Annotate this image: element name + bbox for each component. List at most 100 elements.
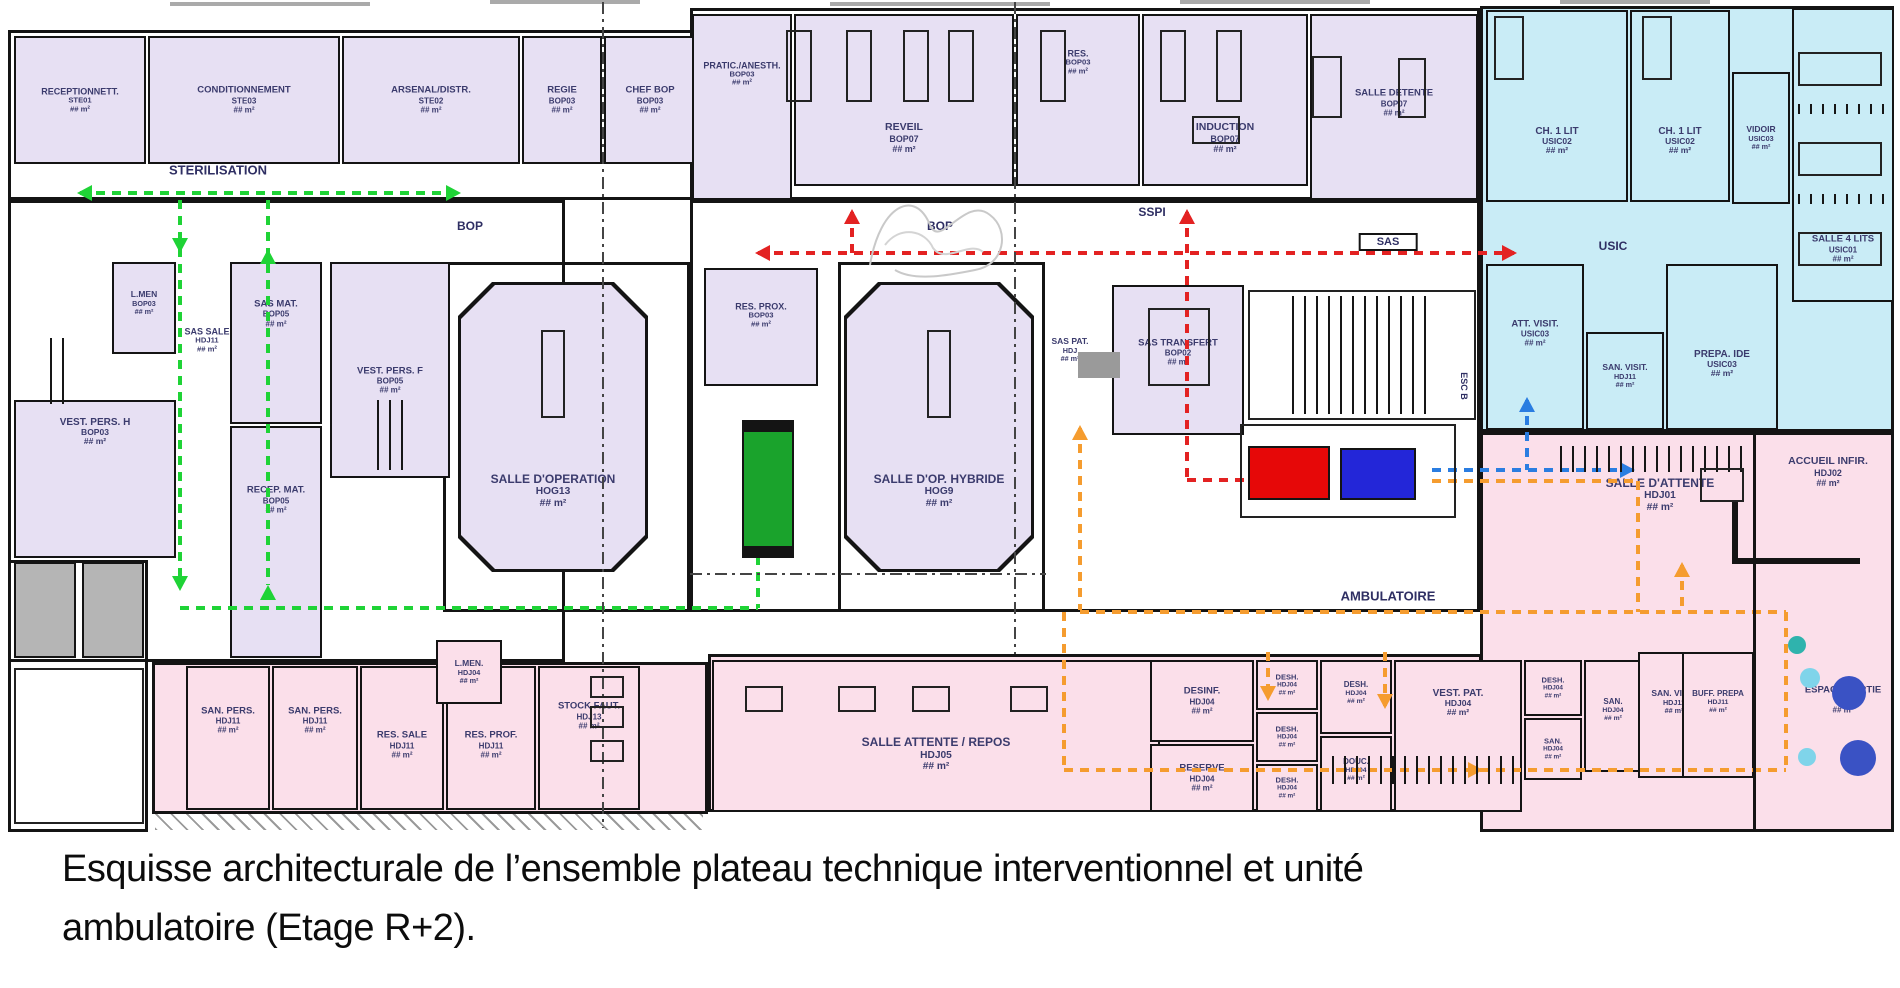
sofa-detente-1 — [1312, 56, 1342, 118]
flow-visiteurs-seg-1 — [1525, 400, 1529, 470]
flow-ambulatoire-seg-4 — [1062, 612, 1066, 770]
stairwell-frame — [1248, 290, 1476, 420]
room-ch-1-lit-2 — [1630, 10, 1730, 202]
bed-4lits-3 — [1798, 232, 1882, 266]
chair-repos-2 — [838, 686, 876, 712]
lift-blue — [1340, 448, 1416, 500]
flow-sspi-arrow-1 — [1502, 245, 1517, 261]
room-l-men-bop — [112, 262, 176, 354]
room-stock-faut — [538, 666, 640, 810]
room-salle-operation-floor — [461, 285, 645, 569]
room-san-pers-2 — [272, 666, 358, 810]
room-recep-mat — [230, 426, 322, 658]
flow-sspi-seg-2 — [1185, 212, 1189, 480]
comb-4lits-1 — [1798, 104, 1888, 114]
desk-induction — [1192, 116, 1240, 144]
lift-green-cap-bottom — [742, 548, 794, 558]
blob-teal-1 — [1788, 636, 1806, 654]
room-san-pers-1 — [186, 666, 270, 810]
flow-ambulatoire-arrow-3 — [1377, 694, 1393, 709]
desk-accueil-v — [1732, 500, 1738, 564]
flow-ambulatoire-seg-9 — [1680, 565, 1684, 612]
room-san-2 — [1584, 660, 1642, 772]
room-res-sale — [360, 666, 444, 810]
op-table-2 — [927, 330, 951, 418]
shaft-gray-1 — [14, 562, 76, 658]
flow-sspi-arrow-3 — [1179, 209, 1195, 224]
section-line-3 — [690, 573, 1046, 575]
flow-visiteurs-seg-0 — [1432, 468, 1632, 472]
bench-vest-pat — [1332, 756, 1522, 784]
roof-line-1 — [170, 2, 370, 6]
sofa-detente-2 — [1398, 58, 1426, 118]
flow-ambulatoire-seg-8 — [1636, 481, 1640, 612]
stairs-vest-h — [50, 338, 74, 404]
blob-blue-1 — [1832, 676, 1866, 710]
bed-ch1lit-1 — [1494, 16, 1524, 80]
bed-ch1lit-2 — [1642, 16, 1672, 80]
flow-ambulatoire-seg-0 — [1078, 428, 1082, 610]
lift-shaft-frame — [1240, 424, 1456, 518]
bed-reveil-4 — [948, 30, 974, 102]
room-desinf — [1150, 660, 1254, 742]
room-vest-pat — [1394, 660, 1522, 812]
room-desh-3 — [1256, 764, 1318, 812]
board-attente — [1700, 468, 1744, 502]
room-sas-transfert — [1112, 285, 1244, 435]
chair-repos-4 — [1010, 686, 1048, 712]
room-conditionnement — [148, 36, 340, 164]
roof-line-2 — [490, 0, 640, 4]
section-line-2 — [1014, 2, 1016, 654]
flow-ambulatoire-arrow-2 — [1260, 686, 1276, 701]
room-pratic-anesth — [692, 14, 792, 200]
room-res-prox — [704, 268, 818, 386]
wheelchair-1 — [590, 676, 624, 698]
flow-sterilisation-seg-3 — [180, 606, 758, 610]
roof-line-3 — [830, 2, 1050, 6]
room-sas-mat — [230, 262, 322, 424]
op-table-1 — [541, 330, 565, 418]
strip-bottom-left — [152, 662, 708, 814]
flow-visiteurs-arrow-1 — [1519, 397, 1535, 412]
stairs-vest-f — [377, 400, 405, 470]
shaft-gray-2 — [82, 562, 144, 658]
flow-ambulatoire-seg-2 — [1784, 612, 1788, 768]
room-desh-2 — [1256, 712, 1318, 762]
flow-sterilisation-arrow-4 — [172, 576, 188, 591]
flow-sterilisation-arrow-1 — [446, 185, 461, 201]
flow-sterilisation-arrow-3 — [260, 249, 276, 264]
bed-reveil-1 — [786, 30, 812, 102]
bed-sas-pat — [1078, 352, 1120, 378]
flow-sterilisation-arrow-5 — [260, 585, 276, 600]
room-att-visit — [1486, 264, 1584, 430]
room-desh-5 — [1524, 660, 1582, 716]
stairs-main — [1292, 296, 1432, 414]
bed-4lits-2 — [1798, 142, 1882, 176]
flow-sspi-seg-0 — [758, 251, 1514, 255]
flow-sspi-arrow-0 — [755, 245, 770, 261]
room-desh-4 — [1320, 660, 1392, 734]
bed-induction-2 — [1216, 30, 1242, 102]
room-san-visit-usic — [1586, 332, 1664, 430]
room-salle-op-hybride-floor — [847, 285, 1031, 569]
chair-repos-3 — [912, 686, 950, 712]
lift-red — [1248, 446, 1330, 500]
roof-line-5 — [1560, 0, 1710, 4]
section-line-1 — [602, 2, 604, 828]
flow-sspi-seg-3 — [1187, 478, 1244, 482]
caption-line-1: Esquisse architecturale de l’ensemble pl… — [62, 848, 1364, 890]
flow-ambulatoire-seg-6 — [1383, 652, 1387, 706]
hatch-bottom-left — [155, 814, 703, 830]
flow-sterilisation-arrow-2 — [172, 238, 188, 253]
room-vest-pers-h — [14, 400, 176, 558]
lift-green — [742, 430, 794, 548]
block-ambulatoire-right — [1480, 432, 1894, 832]
flow-sterilisation-seg-0 — [80, 191, 458, 195]
room-salle-4-lits — [1792, 8, 1894, 302]
room-salle-detente — [1310, 14, 1478, 200]
flow-sspi-arrow-2 — [844, 209, 860, 224]
roof-line-4 — [1180, 0, 1370, 4]
annex-white-box — [14, 668, 144, 824]
lift-green-cap-top — [742, 420, 794, 430]
